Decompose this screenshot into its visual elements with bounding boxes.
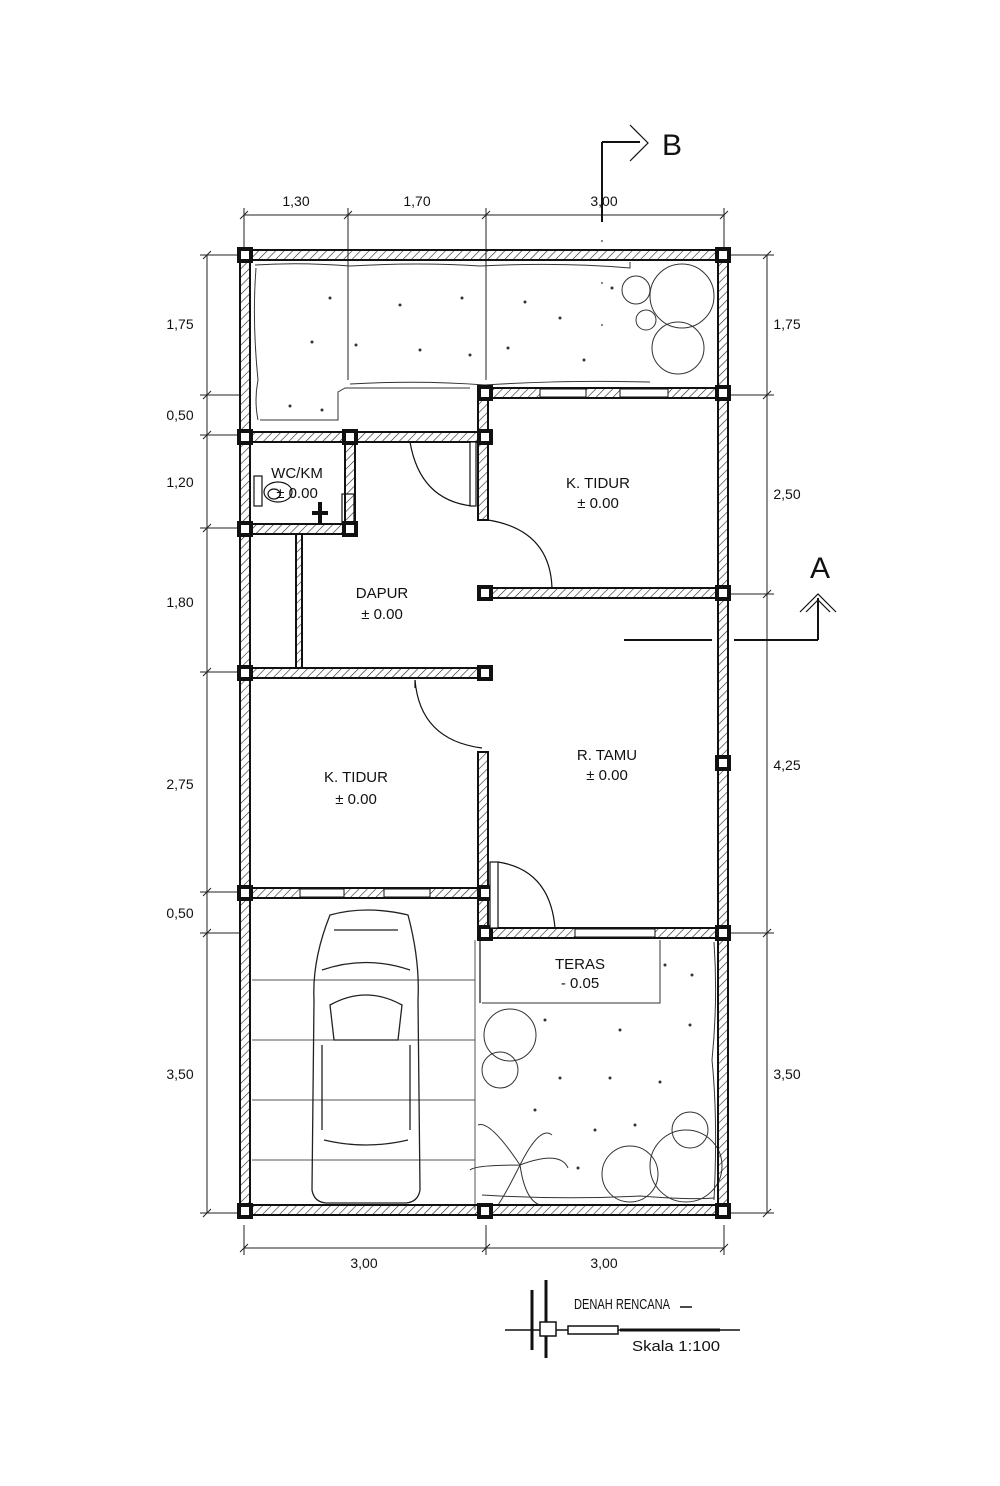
- room-wc-name: WC/KM: [271, 465, 323, 482]
- dim-left-1: 1,75: [166, 316, 193, 332]
- title-name: DENAH RENCANA: [574, 1296, 670, 1313]
- room-bedroom-2-name: K. TIDUR: [324, 769, 388, 786]
- dim-bottom-2: 3,00: [590, 1255, 617, 1271]
- room-bedroom-1-name: K. TIDUR: [566, 475, 630, 492]
- room-bedroom-2-level: ± 0.00: [335, 791, 377, 808]
- title-block: [505, 1280, 740, 1358]
- dimension-lines: [200, 208, 774, 1255]
- section-marker-a: A: [810, 552, 830, 585]
- dim-bottom-1: 3,00: [350, 1255, 377, 1271]
- room-terrace-level: - 0.05: [561, 975, 599, 992]
- dim-left-4: 1,80: [166, 594, 193, 610]
- garden-front: [253, 262, 715, 421]
- section-marker-b: B: [662, 129, 682, 162]
- doors: [409, 441, 556, 929]
- dim-right-3: 4,25: [773, 757, 800, 773]
- dim-top-3: 3,00: [590, 193, 617, 209]
- room-kitchen-level: ± 0.00: [361, 606, 403, 623]
- room-terrace-name: TERAS: [555, 956, 605, 973]
- garage-paving: [252, 940, 476, 1210]
- dim-top-2: 1,70: [403, 193, 430, 209]
- room-bedroom-1-level: ± 0.00: [577, 495, 619, 512]
- tree-icon: [621, 263, 715, 375]
- dim-right-4: 3,50: [773, 1066, 800, 1082]
- columns: [237, 247, 731, 1219]
- toilet-icon: [253, 475, 355, 525]
- dim-top-1: 1,30: [282, 193, 309, 209]
- room-labels: WC/KM ± 0.00 DAPUR ± 0.00 K. TIDUR ± 0.0…: [271, 465, 637, 992]
- dim-left-2: 0,50: [166, 407, 193, 423]
- dim-right-1: 1,75: [773, 316, 800, 332]
- dim-left-6: 0,50: [166, 905, 193, 921]
- room-living-level: ± 0.00: [586, 767, 628, 784]
- dimension-labels: 1,30 1,70 3,00 3,00 3,00 1,75 0,50 1,20 …: [166, 193, 800, 1271]
- room-kitchen-name: DAPUR: [356, 585, 409, 602]
- windows: [299, 388, 669, 938]
- car-icon: [311, 909, 421, 1204]
- title-scale: Skala 1:100: [632, 1338, 720, 1355]
- room-wc-level: ± 0.00: [276, 485, 318, 502]
- garden-stipple: [288, 286, 614, 412]
- dim-right-2: 2,50: [773, 486, 800, 502]
- dim-left-7: 3,50: [166, 1066, 193, 1082]
- section-line-a: [624, 593, 837, 641]
- dim-left-5: 2,75: [166, 776, 193, 792]
- dim-left-3: 1,20: [166, 474, 193, 490]
- section-line-b: [601, 124, 649, 336]
- palm-icon: [469, 1124, 569, 1206]
- tree-icon: [481, 1008, 723, 1203]
- room-living-name: R. TAMU: [577, 747, 637, 764]
